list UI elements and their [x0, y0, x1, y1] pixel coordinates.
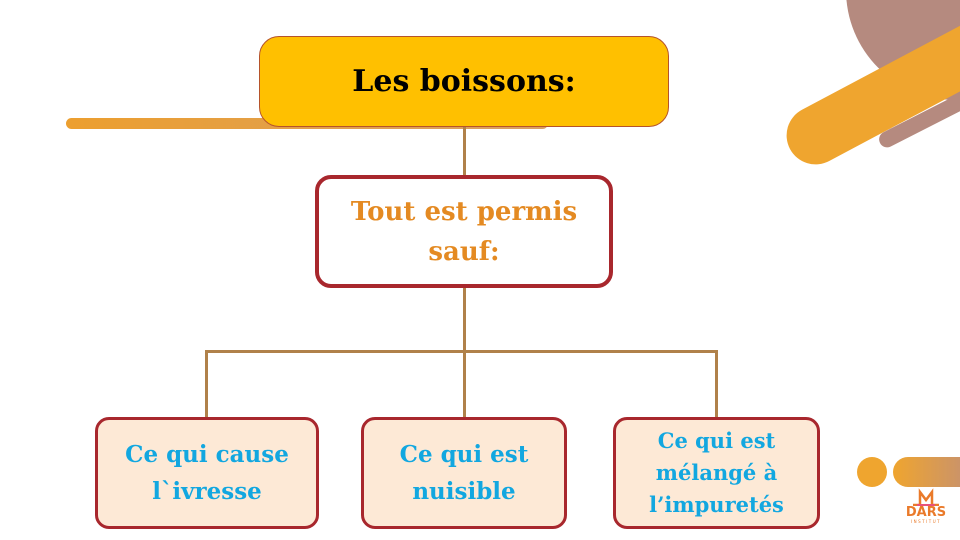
branch-node-nuisible: Ce qui est nuisible	[361, 417, 567, 529]
subtitle-node: Tout est permis sauf:	[315, 175, 613, 288]
dars-logo: DARS INSTITUT	[898, 488, 954, 540]
connector-title-to-subtitle	[463, 127, 466, 175]
branch-text: Ce qui est mélangé à l’impuretés	[649, 428, 784, 517]
logo-subtext: INSTITUT	[910, 519, 942, 524]
connector-left-drop	[205, 350, 208, 417]
connector-horizontal	[205, 350, 718, 353]
connector-right-drop	[715, 350, 718, 417]
title-text: Les boissons:	[352, 64, 576, 99]
branch-node-impuretes: Ce qui est mélangé à l’impuretés	[613, 417, 820, 529]
logo-text: DARS	[905, 505, 947, 520]
decorative-dot	[857, 457, 887, 487]
branch-node-ivresse: Ce qui cause l`ivresse	[95, 417, 319, 529]
logo-mark-icon	[913, 488, 939, 506]
decorative-pill	[893, 457, 960, 487]
title-node: Les boissons:	[259, 36, 669, 127]
branch-text: Ce qui cause l`ivresse	[125, 441, 289, 505]
branch-text: Ce qui est nuisible	[399, 441, 529, 505]
subtitle-text: Tout est permis sauf:	[350, 196, 578, 267]
